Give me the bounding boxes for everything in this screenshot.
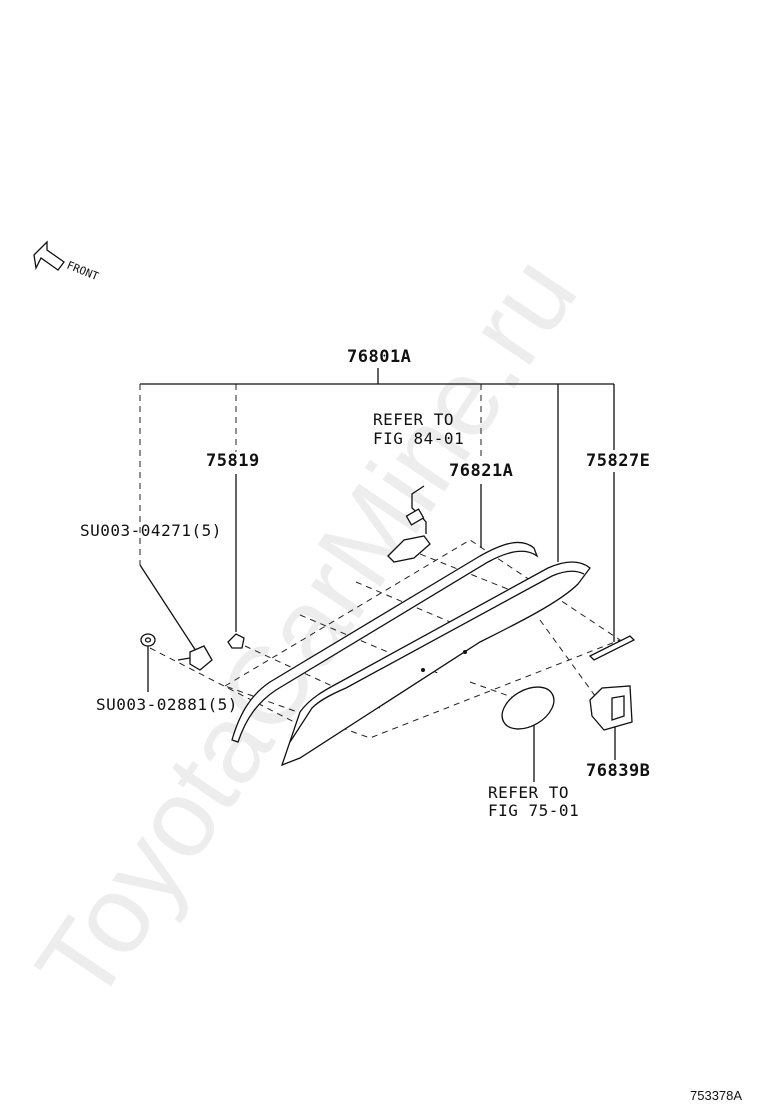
front-label: FRONT <box>65 259 101 284</box>
label-76839b: 76839B <box>586 761 650 781</box>
nut-icon <box>140 633 156 647</box>
bracket-icon <box>589 685 633 731</box>
high-mount-lamp <box>387 535 431 563</box>
clip-icon <box>227 633 245 649</box>
figure-id: 753378A <box>690 1088 742 1103</box>
ref-lamp-line1: REFER TO <box>373 410 454 429</box>
front-arrow-icon <box>33 240 65 271</box>
label-76821a: 76821A <box>449 461 513 481</box>
ref-emblem-line1: REFER TO <box>488 783 569 802</box>
label-75819: 75819 <box>206 451 260 471</box>
ref-lamp-line2: FIG 84-01 <box>373 429 464 448</box>
garnish-body <box>280 561 591 767</box>
watermark: ToyotaCarMine.ru <box>13 235 600 1024</box>
label-75827e: 75827E <box>586 451 650 471</box>
screw-icon <box>177 645 213 671</box>
emblem <box>501 686 555 730</box>
ref-emblem-line2: FIG 75-01 <box>488 801 579 820</box>
label-su003-02881: SU003-02881(5) <box>96 695 238 714</box>
label-su003-04271: SU003-04271(5) <box>80 521 222 540</box>
garnish-strip <box>231 541 539 743</box>
label-76801a: 76801A <box>347 347 411 367</box>
tape-strip <box>588 635 636 661</box>
